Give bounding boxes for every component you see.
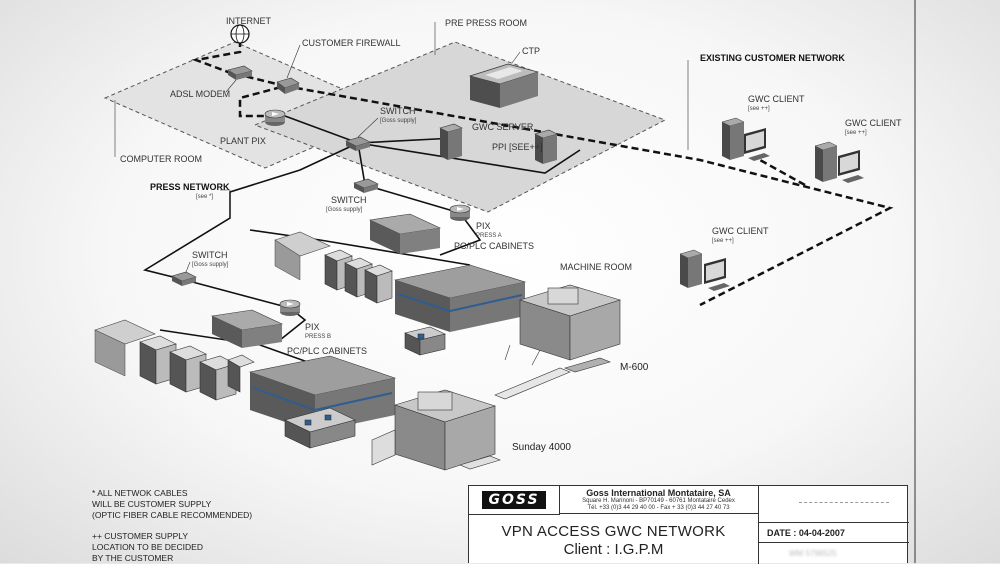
revision-box (759, 486, 909, 523)
gwc-server-icon (439, 123, 463, 160)
internet-link (191, 40, 286, 118)
firewall-icon (276, 77, 300, 94)
pix-a-icon (449, 204, 471, 221)
gwc-client-2-sublabel: [see ++] (845, 130, 867, 136)
press-a-cable (249, 229, 471, 266)
switch-top-sublabel: [Goss supply] (380, 118, 417, 124)
press-a-machine (274, 231, 527, 332)
goss-logo-text: GOSS (482, 491, 546, 509)
notes-block: * ALL NETWOK CABLES WILL BE CUSTOMER SUP… (92, 488, 252, 564)
ctp-machine-icon (468, 63, 540, 108)
sunday-label: Sunday 4000 (512, 442, 571, 453)
switch-mid-icon (353, 178, 379, 193)
switch-to-pix-a (364, 184, 461, 214)
cabinets-a-icon (368, 213, 442, 254)
press-network-label: PRESS NETWORK (150, 182, 230, 192)
note-2-line-2: LOCATION TO BE DECIDED (92, 542, 203, 552)
switch-low-label: SWITCH (192, 250, 228, 260)
pix-b-icon (279, 299, 301, 316)
gwc-client-3-icon (679, 249, 730, 291)
gwc-client-1-icon (721, 117, 770, 161)
pix-b-sublabel: PRESS B (305, 334, 331, 340)
drawing-reference: WM 5796525 (789, 549, 837, 558)
console-b (284, 407, 356, 449)
note-2-line-1: ++ CUSTOMER SUPPLY (92, 531, 189, 541)
sunday-folder-machine (371, 389, 501, 471)
company-name: Goss International Montataire, SA (586, 488, 731, 498)
ctp-label: CTP (522, 46, 540, 56)
gwc-client-3-label: GWC CLIENT (712, 226, 769, 236)
note-1-line-2: WILL BE CUSTOMER SUPPLY (92, 499, 212, 509)
switch-to-ppi (357, 142, 581, 174)
existing-network-label: EXISTING CUSTOMER NETWORK (700, 53, 845, 63)
internet-label: INTERNET (226, 16, 272, 26)
company-address: Square H. Marinoni - BP70149 - 60761 Mon… (582, 498, 735, 504)
internet-globe-icon (230, 24, 250, 44)
console-a (404, 326, 446, 356)
switch-low-icon (171, 271, 197, 286)
note-1-line-1: * ALL NETWOK CABLES (92, 488, 188, 498)
note-1-line-3: (OPTIC FIBER CABLE RECOMMENDED) (92, 510, 253, 520)
gwc-client-1-sublabel: [see ++] (748, 106, 770, 112)
press-b-machine (94, 319, 397, 432)
press-network-sublabel: [see *] (196, 194, 213, 200)
machine-room-label: MACHINE ROOM (560, 262, 632, 272)
gwc-client-2-label: GWC CLIENT (845, 118, 902, 128)
switch-top-label: SWITCH (380, 106, 416, 116)
plant-pix-label: PLANT PIX (220, 136, 266, 146)
gwc-client-1-label: GWC CLIENT (748, 94, 805, 104)
cabinets-a-label: PC/PLC CABINETS (454, 241, 534, 251)
plant-pix-icon (264, 109, 286, 126)
goss-logo: GOSS (469, 486, 560, 515)
m600-folder-machine (494, 284, 622, 400)
note-2-line-3: BY THE CUSTOMER (92, 553, 174, 563)
customer-firewall-label: CUSTOMER FIREWALL (302, 38, 401, 48)
drawing-date: DATE : 04-04-2007 (759, 523, 909, 543)
m600-label: M-600 (620, 362, 649, 373)
gwc-client-3-sublabel: [see ++] (712, 238, 734, 244)
pix-a-label: PIX (476, 221, 491, 231)
cabinets-b-label: PC/PLC CABINETS (287, 346, 367, 356)
adsl-modem-label: ADSL MODEM (170, 89, 230, 99)
cabinets-b-icon (210, 309, 284, 348)
drawing-title-line-1: VPN ACCESS GWC NETWORK (501, 523, 726, 540)
pix-a-sublabel: PRESS A (476, 233, 502, 239)
pix-b-label: PIX (305, 322, 320, 332)
switch-to-pix-b (184, 279, 291, 309)
client-link-2 (759, 158, 806, 187)
ppi-server-icon (534, 129, 558, 164)
switch-top-icon (345, 136, 371, 151)
switch-mid-label: SWITCH (331, 195, 367, 205)
title-block: GOSS Goss International Montataire, SA S… (468, 485, 909, 564)
company-phone: Tél. +33 (0)3 44 29 40 00 - Fax + 33 (0)… (587, 505, 730, 511)
pix-a-to-cabinet (439, 212, 482, 256)
switch-low-sublabel: [Goss supply] (192, 262, 229, 268)
adsl-modem-icon (227, 65, 253, 80)
customer-network-link (284, 84, 894, 307)
drawing-title-line-2: Client : I.G.P.M (563, 541, 664, 558)
switch-mid-sublabel: [Goss supply] (326, 207, 363, 213)
ppi-label: PPI [see++] (492, 142, 543, 152)
wan-links (191, 40, 894, 307)
pre-press-room-label: PRE PRESS ROOM (445, 18, 527, 28)
drawing-title: VPN ACCESS GWC NETWORK Client : I.G.P.M (469, 514, 759, 564)
gwc-client-2-icon (814, 141, 864, 183)
gwc-server-label: GWC SERVER (472, 122, 534, 132)
company-info: Goss International Montataire, SA Square… (559, 486, 759, 514)
computer-room-label: COMPUTER ROOM (120, 154, 202, 164)
